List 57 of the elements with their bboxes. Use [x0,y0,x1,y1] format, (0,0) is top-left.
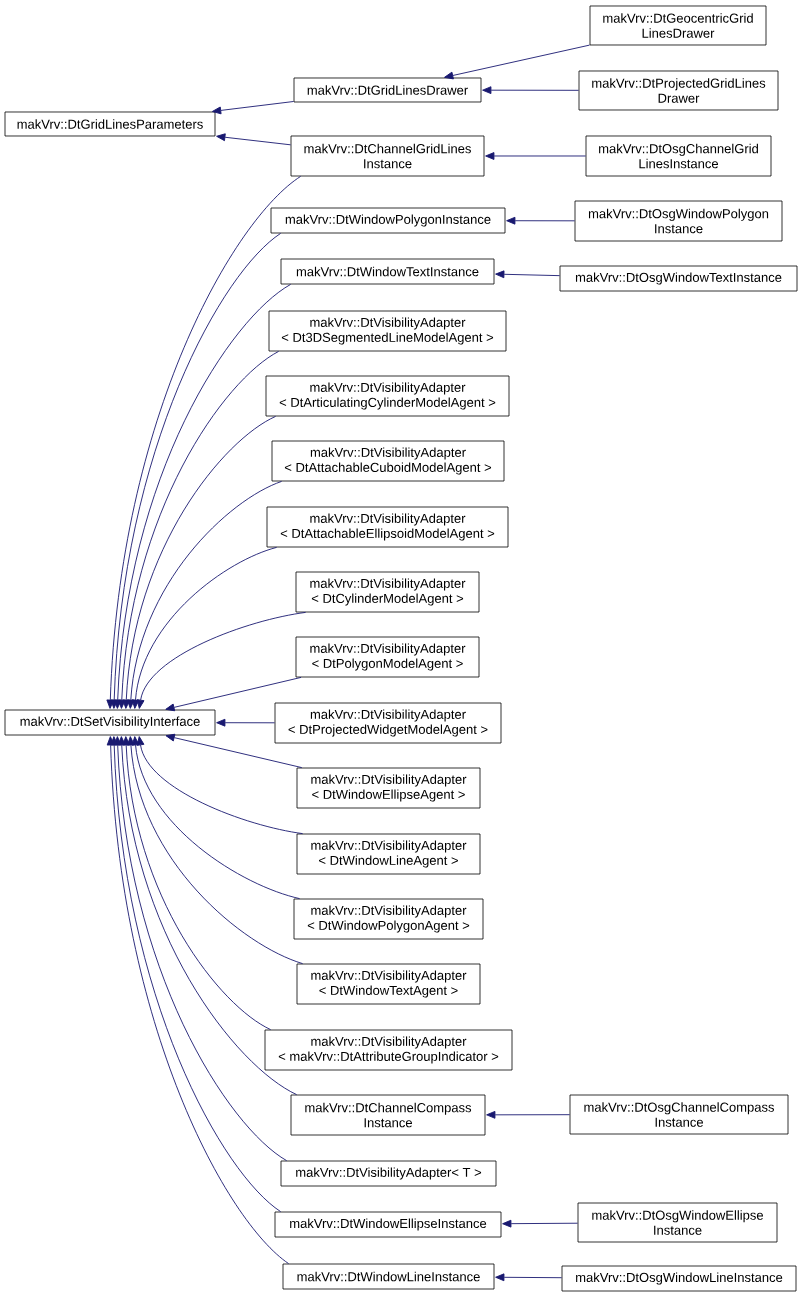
arrow [482,86,580,95]
class-box: makVrv::DtGeocentricGrid LinesDrawer [589,5,767,46]
class-box: makVrv::DtVisibilityAdapter < DtWindowPolygonAgent > [293,898,484,940]
arrow [106,175,302,709]
class-box: makVrv::DtVisibilityAdapter < DtAttachableEllipsoidModelAgent > [266,506,509,548]
arrow [211,101,295,115]
class-box: makVrv::DtVisibilityAdapter < DtAttachableCuboidModelAgent > [271,440,505,482]
class-box: makVrv::DtChannelCompass Instance [290,1094,486,1136]
arrow [110,232,282,709]
class-box: makVrv::DtWindowLineInstance [282,1263,495,1290]
arrow [444,44,591,80]
arrow [486,1110,571,1119]
arrow [136,736,304,835]
class-box: makVrv::DtOsgWindowPolygon Instance [574,200,783,242]
arrow [113,283,292,709]
class-box: makVrv::DtVisibilityAdapter< T > [280,1160,497,1187]
arrow [495,1273,563,1282]
arrow [117,350,280,709]
arrow [495,270,561,279]
arrow [106,736,290,1265]
arrow [131,546,278,709]
class-box: makVrv::DtOsgWindowTextInstance [559,265,798,292]
class-box: makVrv::DtOsgChannelCompass Instance [569,1094,789,1135]
arrow [122,736,272,1031]
class-box: makVrv::DtVisibilityAdapter < Dt3DSegmentedLineModelAgent > [268,310,507,352]
class-box: makVrv::DtGridLinesDrawer [293,77,482,103]
arrow [117,736,298,1096]
class-box: makVrv::DtVisibilityAdapter < DtArticulatingCylinderModelAgent > [265,375,510,417]
class-box: makVrv::DtVisibilityAdapter < DtProjectedWidgetModelAgent > [274,702,502,744]
arrow [165,676,302,712]
class-box: makVrv::DtProjectedGridLines Drawer [578,70,779,111]
arrow [485,152,587,160]
class-box: makVrv::DtChannelGridLines Instance [290,135,485,177]
class-box: makVrv::DtVisibilityAdapter < DtCylinderModelAgent > [295,571,480,613]
arrow [216,718,276,727]
arrow [131,736,301,900]
arrow [502,1219,579,1228]
arrow [126,480,283,709]
class-box: makVrv::DtOsgChannelGrid LinesInstance [585,135,772,177]
class-box: makVrv::DtOsgWindowLineInstance [561,1265,797,1292]
arrow [216,133,292,146]
arrow [506,216,576,225]
class-box: makVrv::DtVisibilityAdapter < DtWindowTextAgent > [296,963,481,1005]
arrow [127,736,304,965]
class-box: makVrv::DtWindowTextInstance [280,258,495,285]
class-box: makVrv::DtVisibilityAdapter < DtWindowEllipseAgent > [296,767,481,809]
class-box: makVrv::DtGridLinesParameters [4,111,216,137]
class-box: makVrv::DtOsgWindowEllipse Instance [577,1202,778,1243]
class-box: makVrv::DtSetVisibilityInterface [4,709,216,736]
class-box: makVrv::DtVisibilityAdapter < DtWindowLineAgent > [296,833,481,875]
class-box: makVrv::DtVisibilityAdapter < makVrv::DtAttributeGroupIndicator > [264,1029,513,1071]
arrow [122,415,277,709]
class-box: makVrv::DtVisibilityAdapter < DtPolygonModelAgent > [295,636,480,678]
arrow [165,733,303,769]
arrow [136,611,307,709]
class-box: makVrv::DtWindowPolygonInstance [270,207,506,234]
class-box: makVrv::DtWindowEllipseInstance [274,1211,502,1238]
